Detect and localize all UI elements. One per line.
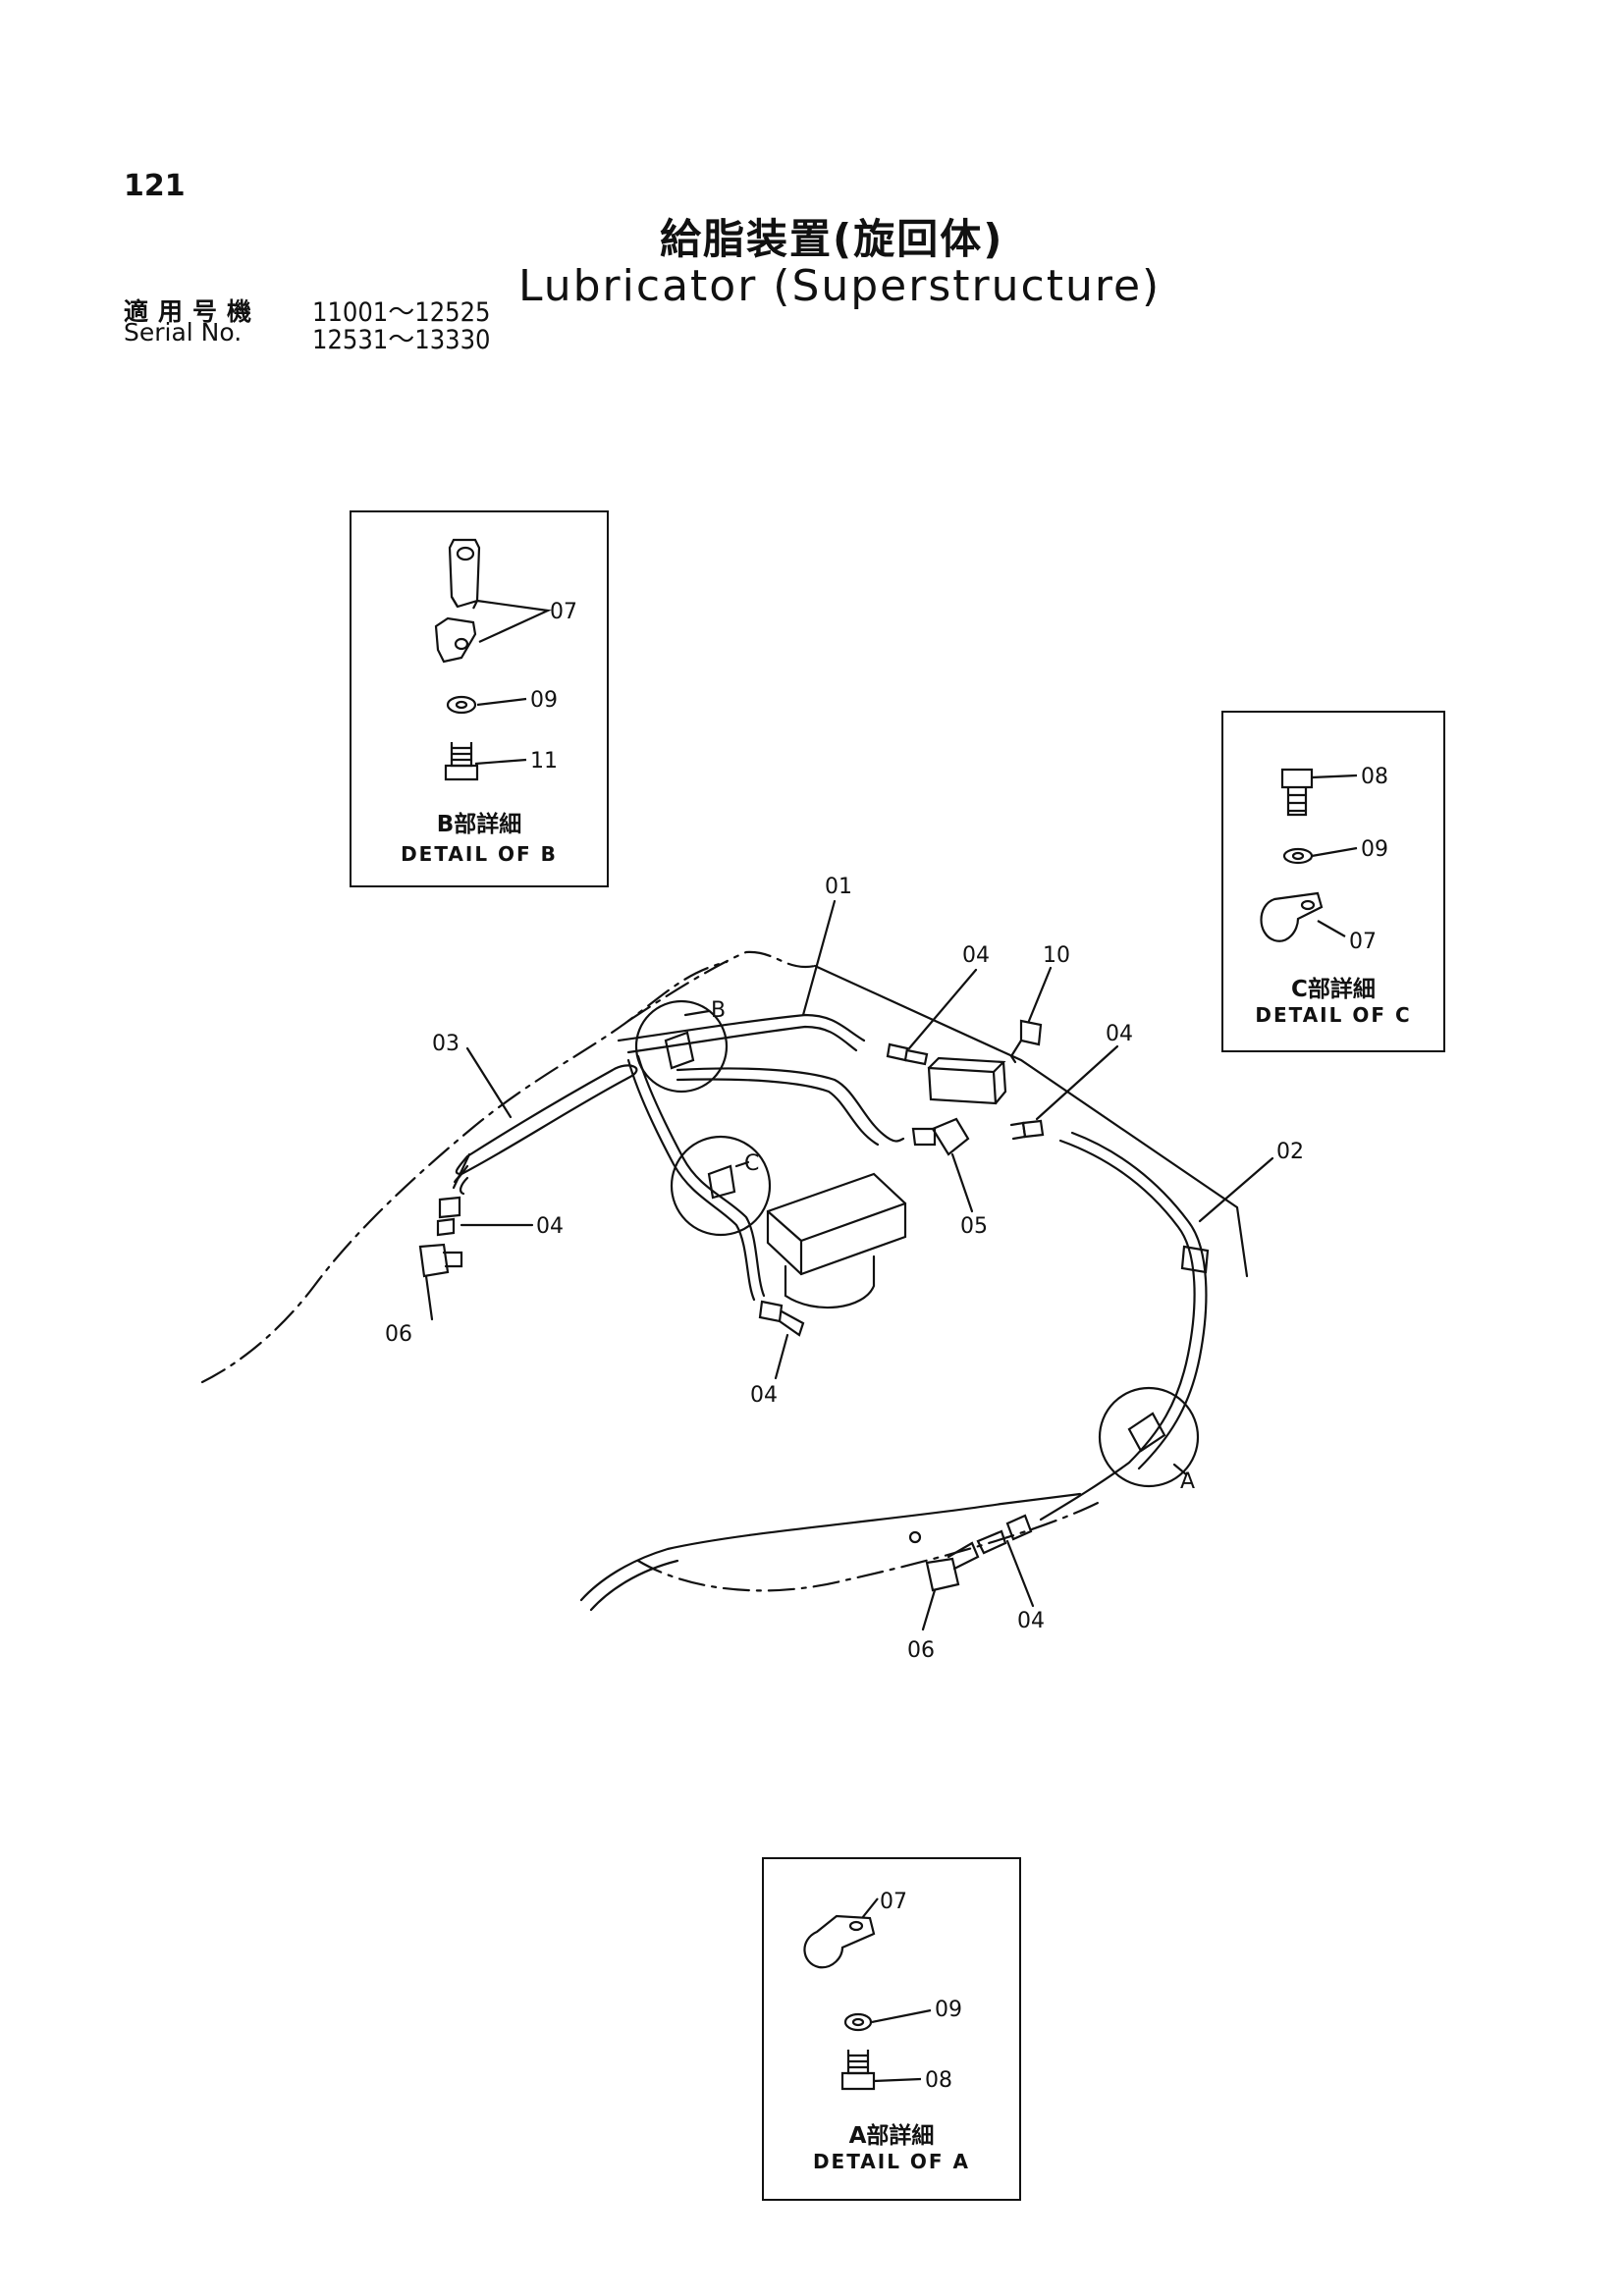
grease-nipple-10 (1019, 1019, 1043, 1046)
frame-outline-left (200, 960, 729, 1384)
clip-lower-part (434, 616, 477, 664)
clip-upper-hole (456, 546, 475, 561)
detail-b-circle (634, 999, 729, 1094)
detail-b-box: 07 09 11 B部詳細 DETAIL OF B (350, 510, 609, 887)
clamp-part (803, 1914, 876, 1969)
detail-c-label-08: 08 (1361, 765, 1388, 789)
label-04-left: 04 (536, 1214, 564, 1239)
detail-b-title-en: DETAIL OF B (401, 842, 558, 866)
pipe-01 (617, 1013, 866, 1042)
clip-upper-part (448, 538, 481, 609)
detail-a-drawing: 07 09 08 (803, 1890, 962, 2093)
detail-c-drawing: 08 09 07 (1260, 765, 1388, 954)
label-06-left: 06 (385, 1322, 412, 1347)
elbow-06-left (418, 1243, 450, 1278)
label-10: 10 (1043, 943, 1070, 968)
detail-a-title-en: DETAIL OF A (812, 2150, 971, 2173)
tank-box (766, 1172, 907, 1276)
label-02: 02 (1276, 1140, 1304, 1164)
label-04-right: 04 (1106, 1022, 1133, 1046)
frame-outline-top (626, 950, 817, 1023)
detail-a-label-08: 08 (925, 2068, 952, 2093)
detail-a-label-07: 07 (880, 1890, 907, 1914)
ref-label-b: B (711, 998, 726, 1023)
detail-b-label-09: 09 (530, 688, 558, 713)
serial-label-japanese: 適用号機 (124, 297, 262, 326)
detail-b-title-ja: B部詳細 (436, 812, 522, 837)
label-03: 03 (432, 1032, 460, 1056)
bolt-head (444, 764, 479, 781)
bolt-shank (1286, 787, 1308, 817)
fitting-04-right (1009, 1119, 1045, 1141)
frame-outline-right (813, 964, 1249, 1278)
title-japanese: 給脂装置(旋回体) (660, 215, 1004, 263)
fitting-04-left (436, 1196, 461, 1237)
elbow-05 (931, 1117, 970, 1156)
detail-a-circle (1098, 1386, 1200, 1488)
clamp-part (1260, 891, 1324, 942)
label-04-top: 04 (962, 943, 990, 968)
detail-b-label-11: 11 (530, 749, 558, 774)
elbow-06-bottom (925, 1557, 960, 1592)
serial-range-2: 12531～13330 (312, 325, 491, 355)
pipe-02 (1039, 1139, 1196, 1522)
title-english: Lubricator (Superstructure) (518, 261, 1162, 311)
fitting-04-center (758, 1300, 805, 1337)
serial-label-english: Serial No. (124, 318, 243, 347)
bolt-head (1280, 768, 1314, 789)
detail-c-title-en: DETAIL OF C (1255, 1003, 1412, 1027)
serial-range-1: 11001～12525 (312, 297, 491, 328)
detail-a-box: 07 09 08 A部詳細 DETAIL OF A (762, 1857, 1021, 2201)
frame-base (579, 1492, 1082, 1602)
washer-part (1282, 847, 1314, 865)
page-number: 121 (124, 169, 186, 203)
detail-c-label-09: 09 (1361, 837, 1388, 862)
detail-c-title-ja: C部詳細 (1291, 977, 1376, 1002)
detail-c-label-07: 07 (1349, 930, 1377, 954)
ref-label-c: C (744, 1151, 759, 1176)
pipe-vertical (636, 1054, 766, 1298)
pipe-03 (455, 1064, 638, 1176)
detail-b-drawing: 07 09 11 (434, 538, 577, 781)
detail-a-label-09: 09 (935, 1998, 962, 2022)
detail-c-box: 08 09 07 C部詳細 DETAIL OF C (1221, 711, 1445, 1052)
detail-b-label-07: 07 (550, 600, 577, 624)
label-05: 05 (960, 1214, 988, 1239)
label-06-bottom: 06 (907, 1638, 935, 1663)
washer-part (446, 695, 477, 715)
frame-outline-bottom-curve (636, 1500, 1102, 1592)
label-04-bottom: 04 (1017, 1609, 1045, 1633)
fitting-04-bottom (976, 1514, 1033, 1555)
ref-label-a: A (1180, 1469, 1195, 1494)
label-04-center: 04 (750, 1383, 778, 1408)
detail-c-circle (670, 1135, 772, 1237)
fitting-04-top (886, 1042, 929, 1066)
label-01: 01 (825, 875, 852, 899)
detail-a-title-ja: A部詳細 (848, 2123, 935, 2149)
pipe-middle (676, 1067, 905, 1143)
distribution-block (927, 1066, 998, 1105)
washer-part (843, 2012, 873, 2032)
bolt-head (840, 2071, 876, 2091)
